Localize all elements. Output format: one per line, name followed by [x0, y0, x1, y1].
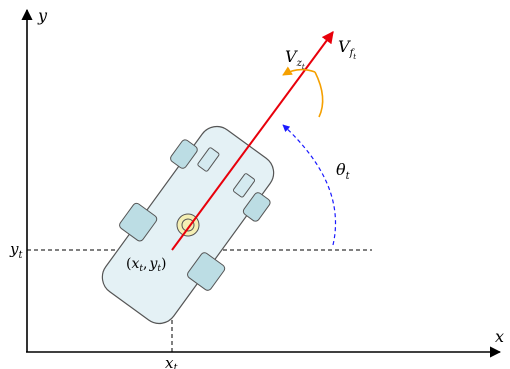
reference-point-label: (xt,yt) [126, 256, 166, 274]
heading-angle-arc [282, 124, 337, 246]
forward-velocity-vector [171, 31, 334, 251]
wheel-rear-right [187, 252, 226, 291]
vehicle [101, 125, 275, 325]
window-right [232, 173, 256, 198]
steering-arc [314, 71, 324, 118]
wheel-front-left [170, 139, 198, 169]
steering-arc-upper [282, 66, 316, 76]
center-ring-inner [181, 218, 195, 232]
steering-velocity-label: Vzt [285, 47, 305, 71]
forward-velocity-label: Vft [338, 37, 356, 61]
y-axis-label: y [37, 6, 48, 25]
wheel-rear-left [119, 202, 158, 242]
x-axis-label: x [495, 327, 504, 346]
window-left [197, 147, 220, 172]
x-t-axis-label: xt [165, 354, 178, 369]
heading-angle-label: θt [336, 160, 351, 182]
wheel-front-right [242, 192, 271, 222]
y-t-axis-label: yt [9, 240, 23, 261]
